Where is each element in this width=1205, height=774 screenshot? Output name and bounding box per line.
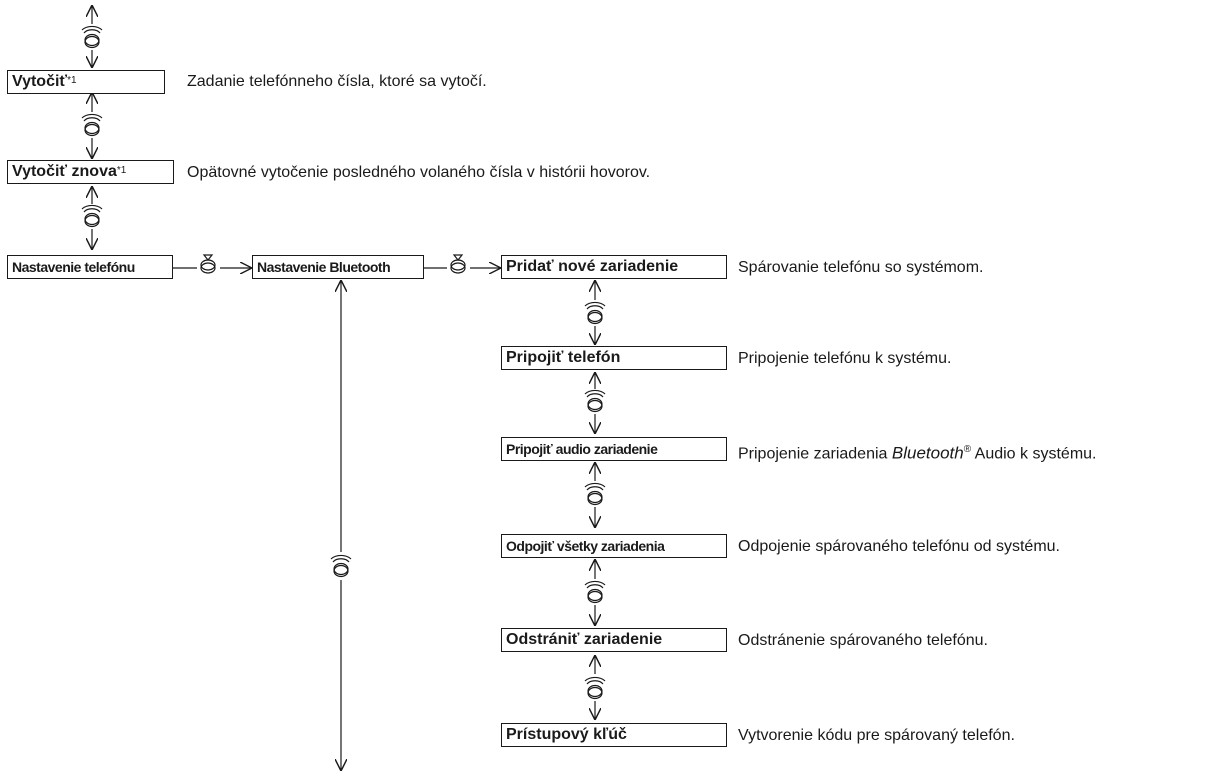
menu-item-dial[interactable]: Vytočiť*1 xyxy=(7,70,165,94)
press-icon xyxy=(200,254,216,274)
rotate-icon xyxy=(584,389,606,413)
submenu-item-label: Prístupový kľúč xyxy=(506,726,627,743)
description-text-pre: Pripojenie zariadenia xyxy=(738,445,892,463)
connector-sub-2 xyxy=(584,372,606,434)
submenu-item-description: Odstránenie spárovaného telefónu. xyxy=(738,632,988,649)
submenu-item-passkey[interactable]: Prístupový kľúč xyxy=(501,723,727,747)
menu-item-phone-setup[interactable]: Nastavenie telefónu xyxy=(7,255,173,279)
submenu-item-label: Pripojiť telefón xyxy=(506,349,621,366)
submenu-item-description: Pripojenie telefónu k systému. xyxy=(738,350,952,367)
rotate-icon xyxy=(584,676,606,700)
connector-sub-3 xyxy=(584,462,606,528)
rotate-icon xyxy=(81,204,103,228)
submenu-item-label: Odpojiť všetky zariadenia xyxy=(506,538,665,554)
submenu-item-label: Pridať nové zariadenie xyxy=(506,258,679,275)
submenu-item-description: Spárovanie telefónu so systémom. xyxy=(738,259,984,276)
rotate-icon xyxy=(81,25,103,49)
press-icon xyxy=(450,254,466,274)
connector-redial-phone xyxy=(81,186,103,250)
rotate-icon xyxy=(584,482,606,506)
connector-bluetooth-loop xyxy=(330,280,352,771)
menu-item-redial-label: Vytočiť znova xyxy=(12,163,117,180)
menu-item-bluetooth-setup[interactable]: Nastavenie Bluetooth xyxy=(252,255,424,279)
menu-item-dial-label: Vytočiť xyxy=(12,73,68,90)
connector-dial-redial xyxy=(81,92,103,159)
submenu-item-description: Vytvorenie kódu pre spárovaný telefón. xyxy=(738,727,1015,744)
submenu-item-description: Odpojenie spárovaného telefónu od systém… xyxy=(738,538,1060,555)
connector-phone-bluetooth xyxy=(173,254,252,274)
submenu-item-connect-phone[interactable]: Pripojiť telefón xyxy=(501,346,727,370)
bluetooth-brand-text: Bluetooth xyxy=(891,443,964,463)
submenu-item-disconnect-all[interactable]: Odpojiť všetky zariadenia xyxy=(501,534,727,558)
rotate-icon xyxy=(584,301,606,325)
submenu-item-description: Pripojenie zariadenia Bluetooth® Audio k… xyxy=(738,440,1096,464)
connector-sub-5 xyxy=(584,655,606,720)
submenu-item-label: Odstrániť zariadenie xyxy=(506,631,663,648)
menu-item-bluetooth-setup-label: Nastavenie Bluetooth xyxy=(257,259,391,275)
footnote-mark: *1 xyxy=(116,164,127,176)
connector-sub-1 xyxy=(584,280,606,345)
rotate-icon xyxy=(584,580,606,604)
connector-bluetooth-add xyxy=(424,254,501,274)
rotate-icon xyxy=(330,554,352,578)
rotate-icon xyxy=(81,113,103,137)
menu-item-phone-setup-label: Nastavenie telefónu xyxy=(12,259,135,275)
menu-item-dial-description: Zadanie telefónneho čísla, ktoré sa vyto… xyxy=(187,73,487,90)
menu-item-redial[interactable]: Vytočiť znova*1 xyxy=(7,160,174,184)
connector-sub-4 xyxy=(584,559,606,626)
submenu-item-remove-device[interactable]: Odstrániť zariadenie xyxy=(501,628,727,652)
connector-top xyxy=(81,5,103,68)
description-text-post: Audio k systému. xyxy=(971,445,1097,463)
footnote-mark: *1 xyxy=(67,74,77,86)
registered-mark: ® xyxy=(963,444,972,455)
submenu-item-connect-audio[interactable]: Pripojiť audio zariadenie xyxy=(501,437,727,461)
submenu-item-add-device[interactable]: Pridať nové zariadenie xyxy=(501,255,727,279)
submenu-item-label: Pripojiť audio zariadenie xyxy=(506,441,658,457)
menu-item-redial-description: Opätovné vytočenie posledného volaného č… xyxy=(187,164,651,181)
